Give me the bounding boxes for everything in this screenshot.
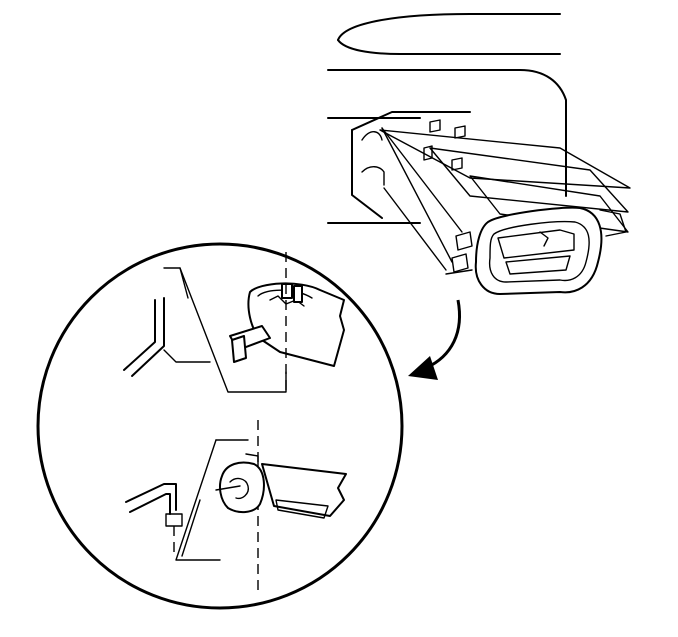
door-panel [327, 13, 567, 224]
detail-circle-top [123, 252, 345, 394]
detail-circle [36, 242, 404, 610]
exploded-trim-plates [379, 127, 631, 271]
curved-arrow-icon [408, 299, 461, 380]
door-handle-bezel [445, 206, 627, 295]
detail-circle-bottom [125, 420, 347, 590]
